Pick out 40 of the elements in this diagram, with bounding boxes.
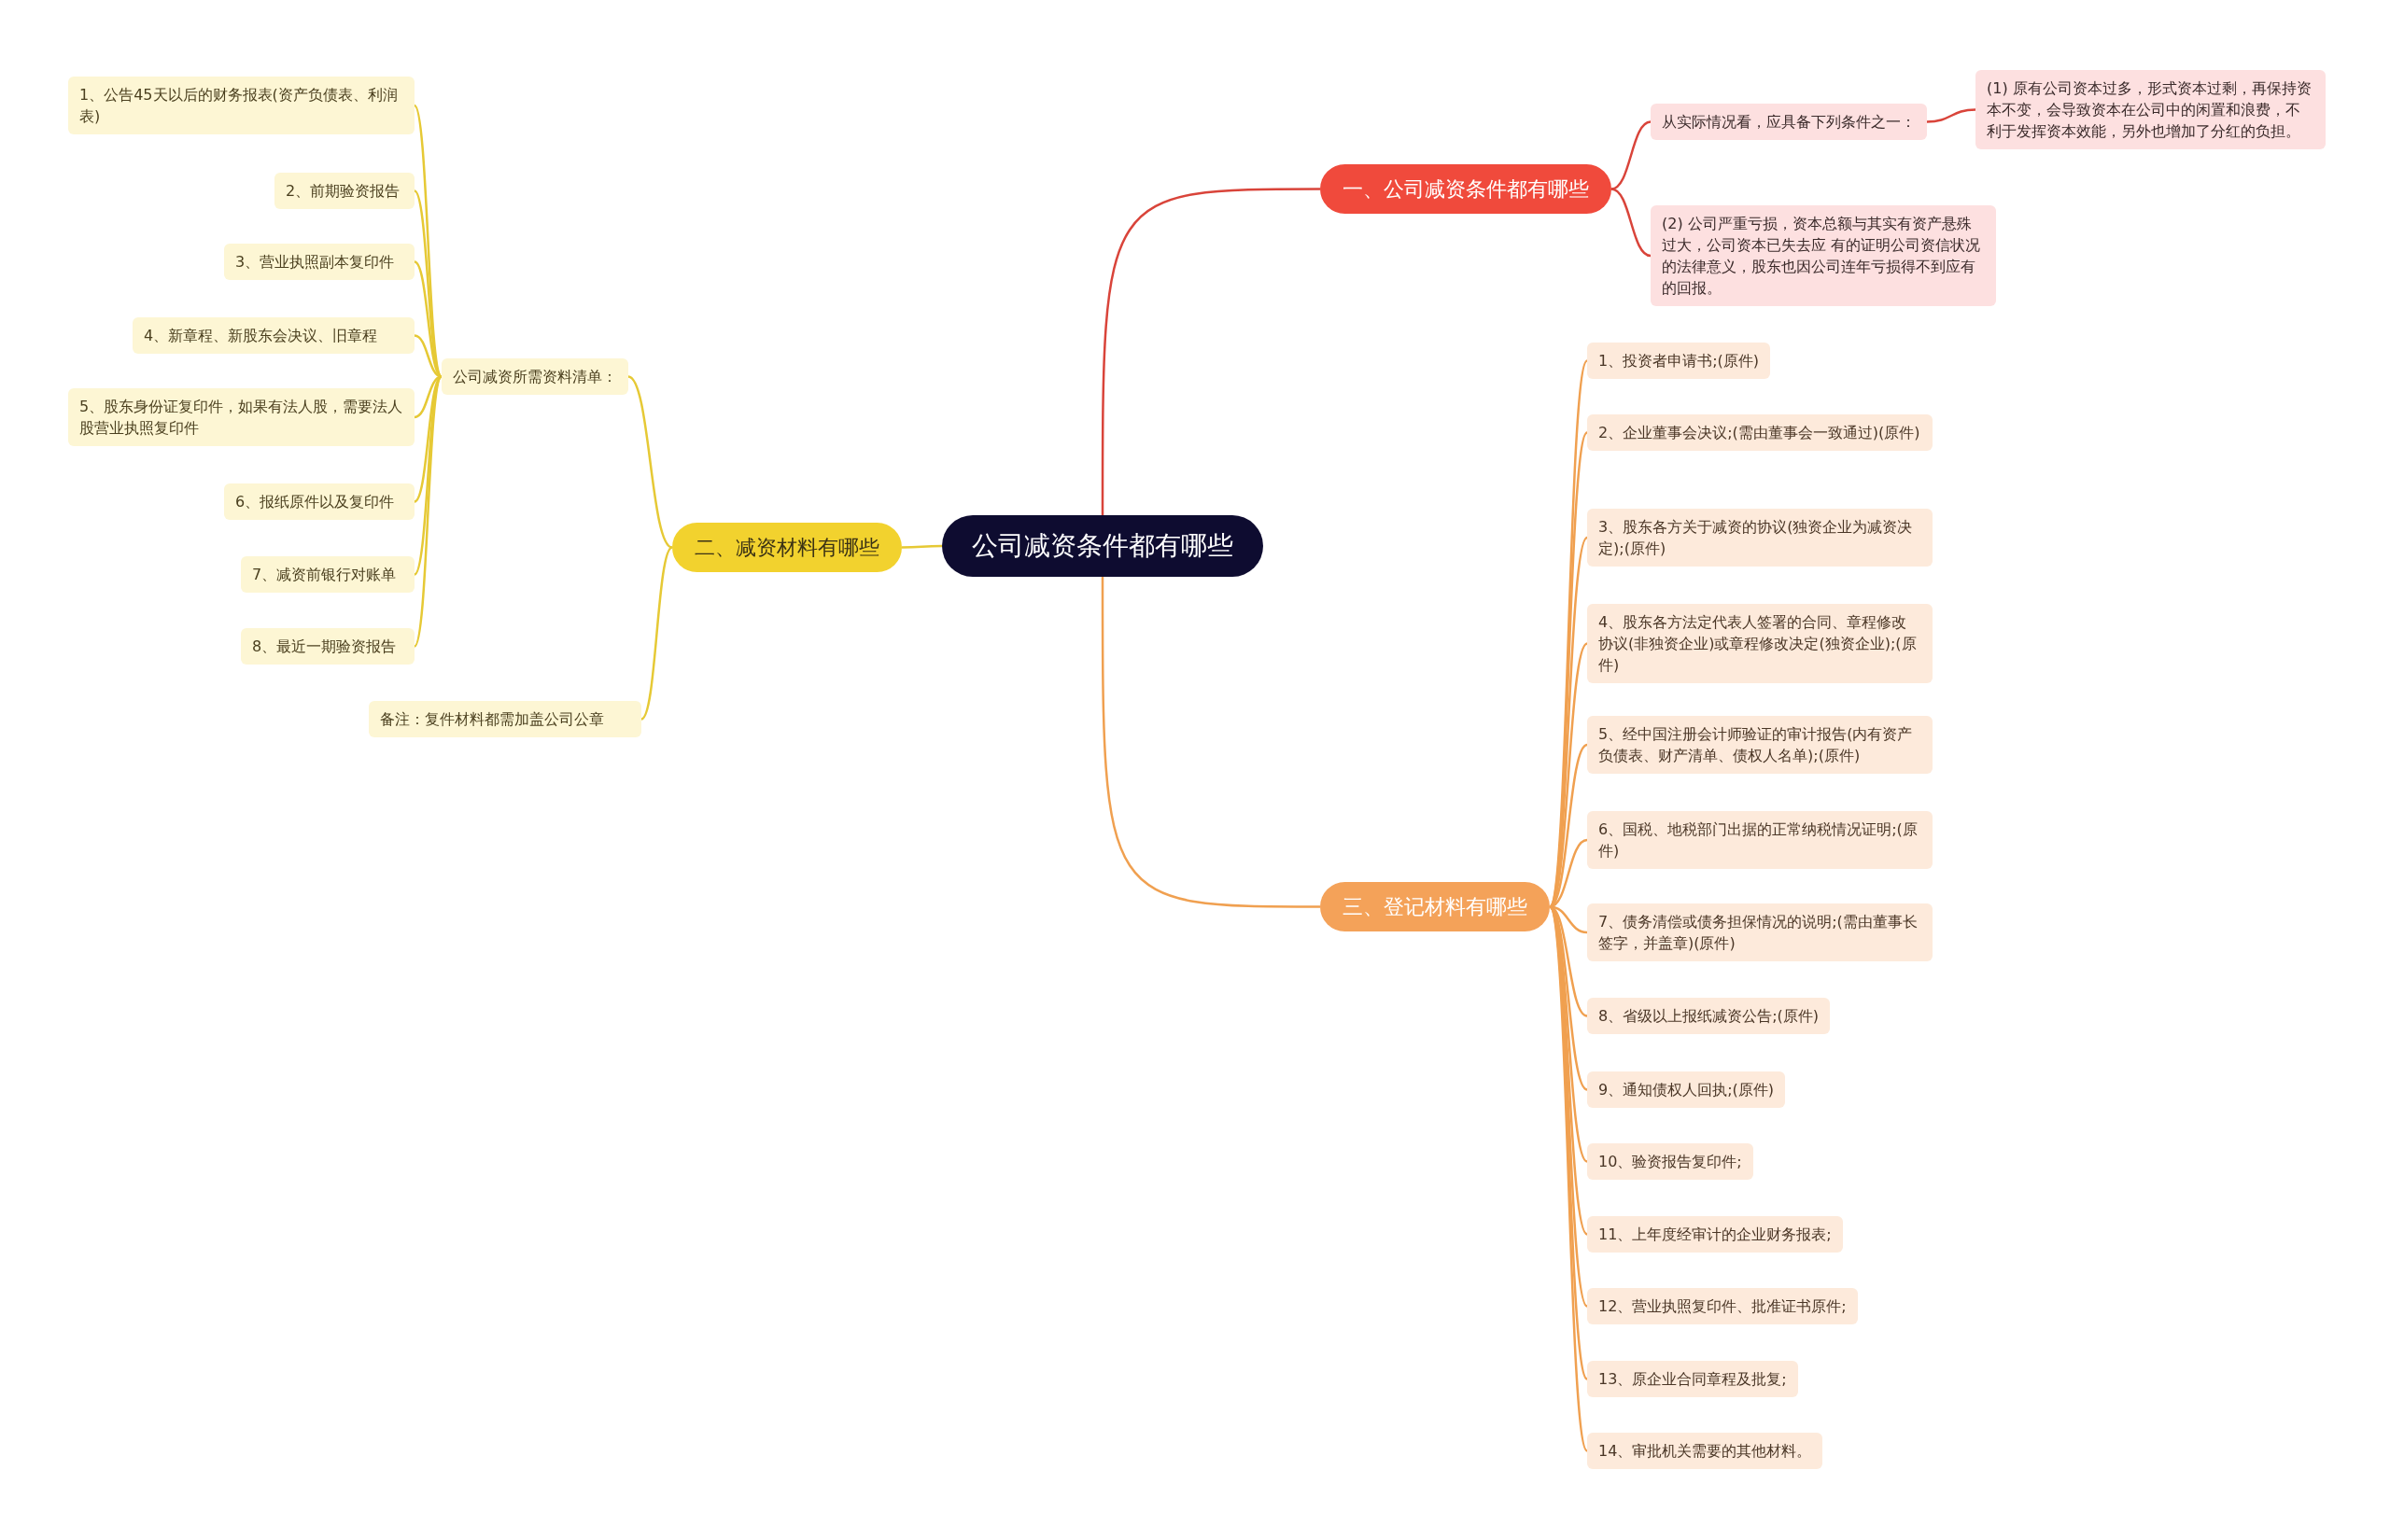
item-box: 5、经中国注册会计师验证的审计报告(内有资产负债表、财产清单、债权人名单);(原件) bbox=[1587, 716, 1933, 774]
branch-topic: 三、登记材料有哪些 bbox=[1320, 882, 1550, 931]
connector-line bbox=[627, 375, 673, 549]
connector-line bbox=[1926, 108, 1976, 123]
item-box: 7、债务清偿或债务担保情况的说明;(需由董事长签字，并盖章)(原件) bbox=[1587, 903, 1933, 961]
connector-line bbox=[640, 546, 673, 721]
item-box: 4、新章程、新股东会决议、旧章程 bbox=[133, 317, 415, 354]
item-box: 3、营业执照副本复印件 bbox=[224, 244, 415, 280]
branch-topic: 一、公司减资条件都有哪些 bbox=[1320, 164, 1611, 214]
item-box: 12、营业执照复印件、批准证书原件; bbox=[1587, 1288, 1858, 1324]
item-box: 14、审批机关需要的其他材料。 bbox=[1587, 1433, 1823, 1469]
connector-line bbox=[413, 375, 443, 648]
item-box: 9、通知债权人回执;(原件) bbox=[1587, 1071, 1786, 1108]
item-box: 1、投资者申请书;(原件) bbox=[1587, 343, 1771, 379]
item-box: 3、股东各方关于减资的协议(独资企业为减资决定);(原件) bbox=[1587, 509, 1933, 567]
subtopic-box: (2) 公司严重亏损，资本总额与其实有资产悬殊过大，公司资本已失去应 有的证明公司资信状况的法律意义，股东也因公司连年亏损得不到应有的回报。 bbox=[1651, 205, 1996, 306]
item-box: 7、减资前银行对账单 bbox=[241, 556, 415, 593]
item-box: 11、上年度经审计的企业财务报表; bbox=[1587, 1216, 1843, 1253]
subtopic-box: 从实际情况看，应具备下列条件之一： bbox=[1651, 104, 1927, 140]
connector-line bbox=[1610, 188, 1652, 258]
subtopic-box: 公司减资所需资料清单： bbox=[442, 358, 628, 395]
connector-line bbox=[902, 544, 942, 549]
item-box: 2、企业董事会决议;(需由董事会一致通过)(原件) bbox=[1587, 414, 1933, 451]
item-box: 13、原企业合同章程及批复; bbox=[1587, 1361, 1798, 1397]
item-box: 8、最近一期验资报告 bbox=[241, 628, 415, 665]
subtopic-box: (1) 原有公司资本过多，形式资本过剩，再保持资本不变，会导致资本在公司中的闲置和浪费，不利于发挥资本效能，另外也增加了分红的负担。 bbox=[1975, 70, 2326, 149]
item-box: 4、股东各方法定代表人签署的合同、章程修改协议(非独资企业)或章程修改决定(独资企业);(原件) bbox=[1587, 604, 1933, 683]
item-box: 5、股东身份证复印件，如果有法人股，需要法人股营业执照复印件 bbox=[68, 388, 415, 446]
item-box: 8、省级以上报纸减资公告;(原件) bbox=[1587, 998, 1831, 1034]
item-box: 6、国税、地税部门出据的正常纳税情况证明;(原件) bbox=[1587, 811, 1933, 869]
item-box: 2、前期验资报告 bbox=[274, 173, 415, 209]
item-box: 6、报纸原件以及复印件 bbox=[224, 483, 415, 520]
connector-line bbox=[1101, 188, 1320, 515]
branch-topic: 二、减资材料有哪些 bbox=[672, 523, 902, 572]
connector-line bbox=[1610, 120, 1652, 190]
note-box: 备注：复件材料都需加盖公司公章 bbox=[369, 701, 641, 737]
item-box: 10、验资报告复印件; bbox=[1587, 1143, 1753, 1180]
central-topic: 公司减资条件都有哪些 bbox=[942, 515, 1263, 577]
connector-line bbox=[1101, 577, 1320, 908]
item-box: 1、公告45天以后的财务报表(资产负债表、利润表) bbox=[68, 77, 415, 134]
